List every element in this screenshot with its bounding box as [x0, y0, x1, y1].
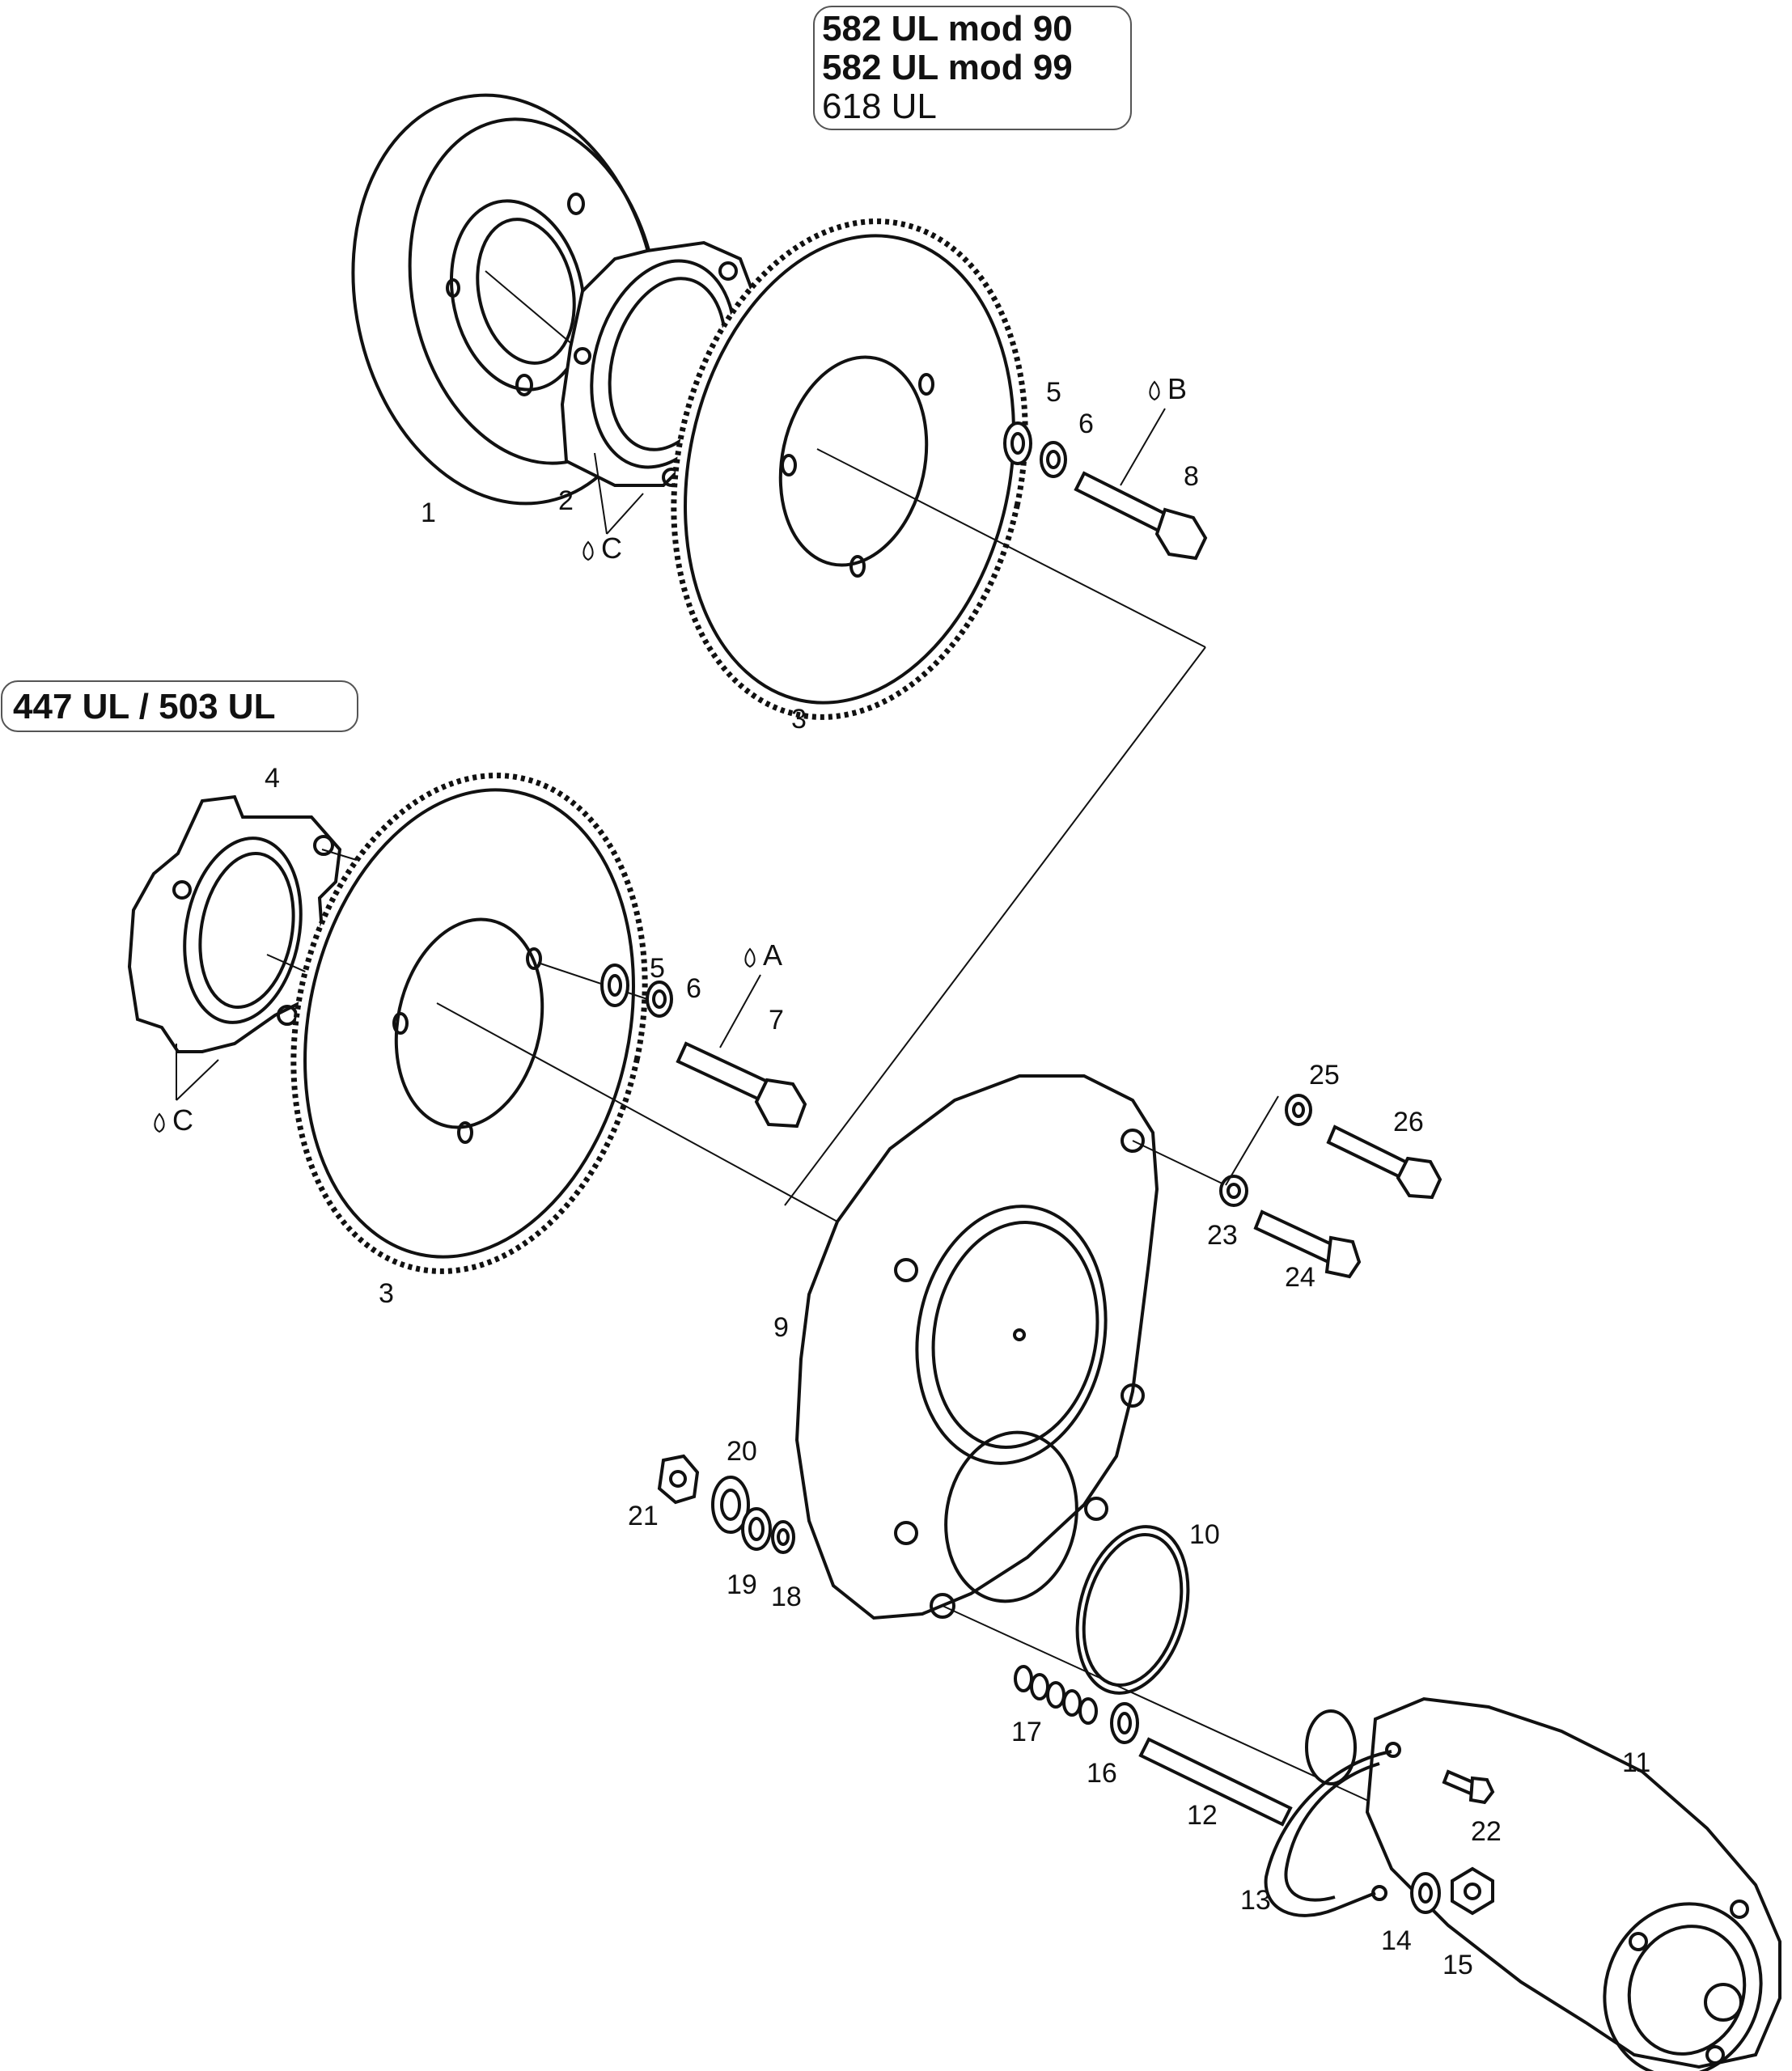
callout-3-left: 3	[379, 1278, 394, 1309]
part-3-ring-gear-top	[671, 218, 1206, 720]
part-21-nut	[657, 1454, 700, 1505]
part-10-o-ring	[1075, 1525, 1190, 1695]
part-5-washer-left	[600, 964, 629, 1007]
callout-6-left: 6	[686, 973, 701, 1004]
model-box-582-618: 582 UL mod 90 582 UL mod 99 618 UL	[813, 6, 1132, 130]
model-label-618: 618 UL	[822, 87, 937, 126]
callout-10: 10	[1189, 1519, 1220, 1550]
part-25-washer	[1285, 1094, 1312, 1126]
leader-gear-to-housing	[784, 646, 1206, 1206]
part-15-nut	[1451, 1866, 1494, 1916]
callout-2: 2	[558, 485, 574, 516]
callout-12: 12	[1187, 1800, 1218, 1831]
part-24-screw	[1253, 1209, 1362, 1279]
grease-label-b: B	[1167, 372, 1187, 405]
part-18-washer	[771, 1520, 795, 1554]
grease-tag-c-left: C	[154, 1044, 219, 1137]
callout-8: 8	[1184, 461, 1199, 492]
part-6-lockwasher-top	[1040, 441, 1067, 478]
model-box-447-503: 447 UL / 503 UL	[1, 680, 358, 732]
grease-tag-a: A	[719, 938, 782, 1048]
grease-tag-b: B	[1120, 372, 1187, 486]
callout-3-top: 3	[791, 704, 807, 735]
callout-7: 7	[769, 1005, 784, 1036]
callout-4: 4	[265, 763, 280, 794]
part-20-washer	[711, 1476, 750, 1534]
part-13-bracket	[1264, 1742, 1401, 1917]
model-label-447-503: 447 UL / 503 UL	[13, 687, 275, 726]
callout-6-top: 6	[1078, 409, 1094, 439]
callout-19: 19	[727, 1569, 757, 1600]
callout-22: 22	[1471, 1816, 1502, 1847]
drop-icon	[1149, 380, 1160, 401]
callout-13: 13	[1240, 1885, 1271, 1916]
callout-15: 15	[1442, 1950, 1473, 1980]
part-8-bolt	[1074, 471, 1208, 561]
part-19-washer	[741, 1507, 772, 1551]
part-14-washer	[1410, 1872, 1441, 1914]
drop-icon	[583, 540, 594, 561]
part-16-washer	[1110, 1702, 1139, 1744]
callout-9: 9	[773, 1312, 789, 1343]
callout-1: 1	[421, 498, 436, 528]
part-5-washer-top	[1003, 421, 1032, 465]
leader-25-23	[1225, 1095, 1279, 1186]
callout-20: 20	[727, 1436, 757, 1467]
grease-label-c-left: C	[172, 1103, 193, 1137]
grease-tag-c-top: C	[583, 452, 644, 565]
grease-label-a: A	[763, 938, 782, 972]
model-label-582-mod99: 582 UL mod 99	[822, 48, 1073, 87]
callout-18: 18	[771, 1582, 802, 1612]
callout-23: 23	[1207, 1220, 1238, 1251]
callout-17: 17	[1011, 1717, 1042, 1747]
callout-21: 21	[628, 1501, 659, 1531]
callout-11: 11	[1622, 1747, 1650, 1778]
callout-25: 25	[1309, 1060, 1340, 1091]
callout-5-left: 5	[650, 953, 665, 984]
part-12-stud	[1138, 1737, 1293, 1827]
part-6-lockwasher-left	[646, 980, 673, 1018]
part-22-screw	[1442, 1769, 1495, 1805]
part-7-bolt	[676, 1041, 807, 1129]
part-17-springs	[1014, 1665, 1098, 1725]
part-3-ring-gear-left	[290, 773, 838, 1274]
callout-5-top: 5	[1046, 377, 1061, 408]
part-26-bolt	[1326, 1124, 1442, 1200]
model-label-582-mod90: 582 UL mod 90	[822, 9, 1073, 49]
part-9-housing	[794, 1074, 1376, 1805]
callout-24: 24	[1285, 1262, 1315, 1293]
callout-26: 26	[1393, 1107, 1424, 1137]
callout-14: 14	[1381, 1925, 1412, 1956]
callout-16: 16	[1087, 1758, 1117, 1789]
callouts: 1 2 3 5 6 8 4 3 5 6 7 25 26 23 24 9 20 2…	[265, 377, 1650, 1980]
drop-icon	[744, 947, 756, 968]
part-23-washer	[1219, 1175, 1248, 1207]
part-4-hub	[127, 794, 389, 1053]
grease-label-c-top: C	[601, 532, 622, 565]
drop-icon	[154, 1112, 165, 1133]
